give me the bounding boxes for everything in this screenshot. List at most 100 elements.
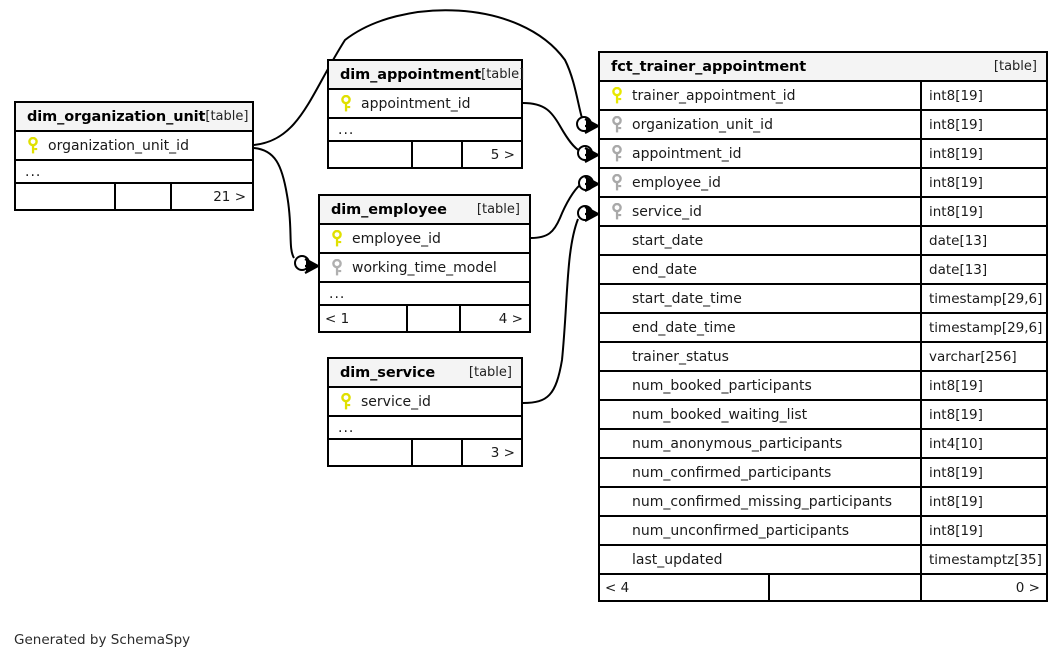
table-dim-employee[interactable]: dim_employee [table] employee_id working… (318, 194, 531, 333)
table-footer: 3 > (329, 440, 521, 465)
table-dim-appointment[interactable]: dim_appointment [table] appointment_id .… (327, 59, 524, 169)
table-row[interactable]: end_date_time timestamp[29,6] (600, 314, 1046, 343)
column-type: varchar[256] (920, 343, 1046, 370)
column-type: date[13] (920, 227, 1046, 254)
column-name: appointment_id (361, 95, 471, 112)
column-cell: appointment_id (329, 90, 521, 117)
table-row[interactable]: employee_id (320, 225, 529, 254)
table-row[interactable]: organization_unit_id int8[19] (600, 111, 1046, 140)
generated-by-label: Generated by SchemaSpy (14, 632, 191, 648)
column-name: trainer_status (632, 348, 729, 365)
column-name: end_date_time (632, 319, 736, 336)
footer-right: 3 > (490, 444, 515, 461)
edge-endpoint-circle (577, 205, 593, 221)
edge-endpoint-circle (294, 255, 310, 271)
crowfoot-appointment (583, 146, 600, 164)
column-type: int8[19] (920, 372, 1046, 399)
column-type: int8[19] (920, 111, 1046, 138)
table-title: dim_organization_unit (27, 108, 206, 125)
table-header: dim_service [table] (329, 359, 521, 388)
table-dim-organization-unit[interactable]: dim_organization_unit [table] organizati… (14, 101, 254, 211)
footer-right: 0 > (1015, 579, 1040, 596)
column-name: num_confirmed_missing_participants (632, 493, 893, 510)
table-row[interactable]: working_time_model (320, 254, 529, 283)
edge-endpoint-circle (578, 175, 594, 191)
foreign-key-icon (609, 173, 625, 192)
column-name: trainer_appointment_id (632, 87, 796, 104)
table-header: fct_trainer_appointment [table] (600, 53, 1046, 82)
footer-left: < 1 (325, 310, 350, 327)
table-row[interactable]: organization_unit_id (16, 132, 252, 161)
column-type: timestamp[29,6] (920, 314, 1046, 341)
column-type: int8[19] (920, 517, 1046, 544)
column-cell: num_confirmed_participants (600, 459, 920, 486)
table-footer: 5 > (329, 142, 521, 167)
column-cell: trainer_status (600, 343, 920, 370)
column-type: int8[19] (920, 169, 1046, 196)
footer-mid (411, 440, 463, 465)
column-type: int8[19] (920, 82, 1046, 109)
table-row[interactable]: num_unconfirmed_participants int8[19] (600, 517, 1046, 546)
footer-mid (114, 184, 172, 209)
column-cell: service_id (600, 198, 920, 225)
table-title: fct_trainer_appointment (611, 58, 807, 75)
edge-appointment-to-fct (522, 102, 581, 152)
more-columns-indicator: ... (16, 161, 252, 184)
table-row[interactable]: service_id (329, 388, 521, 417)
column-name: num_booked_participants (632, 377, 812, 394)
column-name: num_confirmed_participants (632, 464, 832, 481)
column-type: int8[19] (920, 401, 1046, 428)
table-footer: < 1 4 > (320, 306, 529, 331)
column-cell: end_date_time (600, 314, 920, 341)
table-dim-service[interactable]: dim_service [table] service_id ... 3 > (327, 357, 523, 467)
footer-left (16, 184, 114, 209)
footer-left: < 4 (605, 579, 630, 596)
column-cell: end_date (600, 256, 920, 283)
column-cell: organization_unit_id (16, 132, 252, 159)
footer-right: 5 > (490, 146, 515, 163)
column-name: service_id (632, 203, 702, 220)
table-header: dim_organization_unit [table] (16, 103, 252, 132)
crowfoot-employee-wtm (303, 257, 320, 275)
footer-right: 21 > (213, 188, 246, 205)
edge-employee-to-fct (530, 184, 581, 239)
column-name: num_unconfirmed_participants (632, 522, 850, 539)
column-name: organization_unit_id (632, 116, 773, 133)
footer-left (329, 142, 411, 167)
table-fct-trainer-appointment[interactable]: fct_trainer_appointment [table] trainer_… (598, 51, 1048, 602)
column-cell: num_unconfirmed_participants (600, 517, 920, 544)
column-name: start_date (632, 232, 704, 249)
column-type: int8[19] (920, 488, 1046, 515)
table-row[interactable]: start_date date[13] (600, 227, 1046, 256)
table-row[interactable]: trainer_status varchar[256] (600, 343, 1046, 372)
column-cell: start_date_time (600, 285, 920, 312)
table-tag: [table] (993, 59, 1037, 74)
table-tag: [table] (205, 109, 249, 124)
column-cell: appointment_id (600, 140, 920, 167)
edge-service-to-fct (522, 218, 579, 404)
table-row[interactable]: num_booked_participants int8[19] (600, 372, 1046, 401)
table-row[interactable]: trainer_appointment_id int8[19] (600, 82, 1046, 111)
table-row[interactable]: appointment_id (329, 90, 521, 119)
column-name: start_date_time (632, 290, 742, 307)
foreign-key-icon (609, 115, 625, 134)
table-title: dim_employee (331, 201, 447, 218)
column-cell: employee_id (600, 169, 920, 196)
column-cell: last_updated (600, 546, 920, 573)
primary-key-icon (25, 136, 41, 155)
table-header: dim_employee [table] (320, 196, 529, 225)
crowfoot-service (583, 205, 600, 223)
table-row[interactable]: num_confirmed_missing_participants int8[1… (600, 488, 1046, 517)
edge-endpoint-circle (577, 145, 593, 161)
column-cell: employee_id (320, 225, 529, 252)
